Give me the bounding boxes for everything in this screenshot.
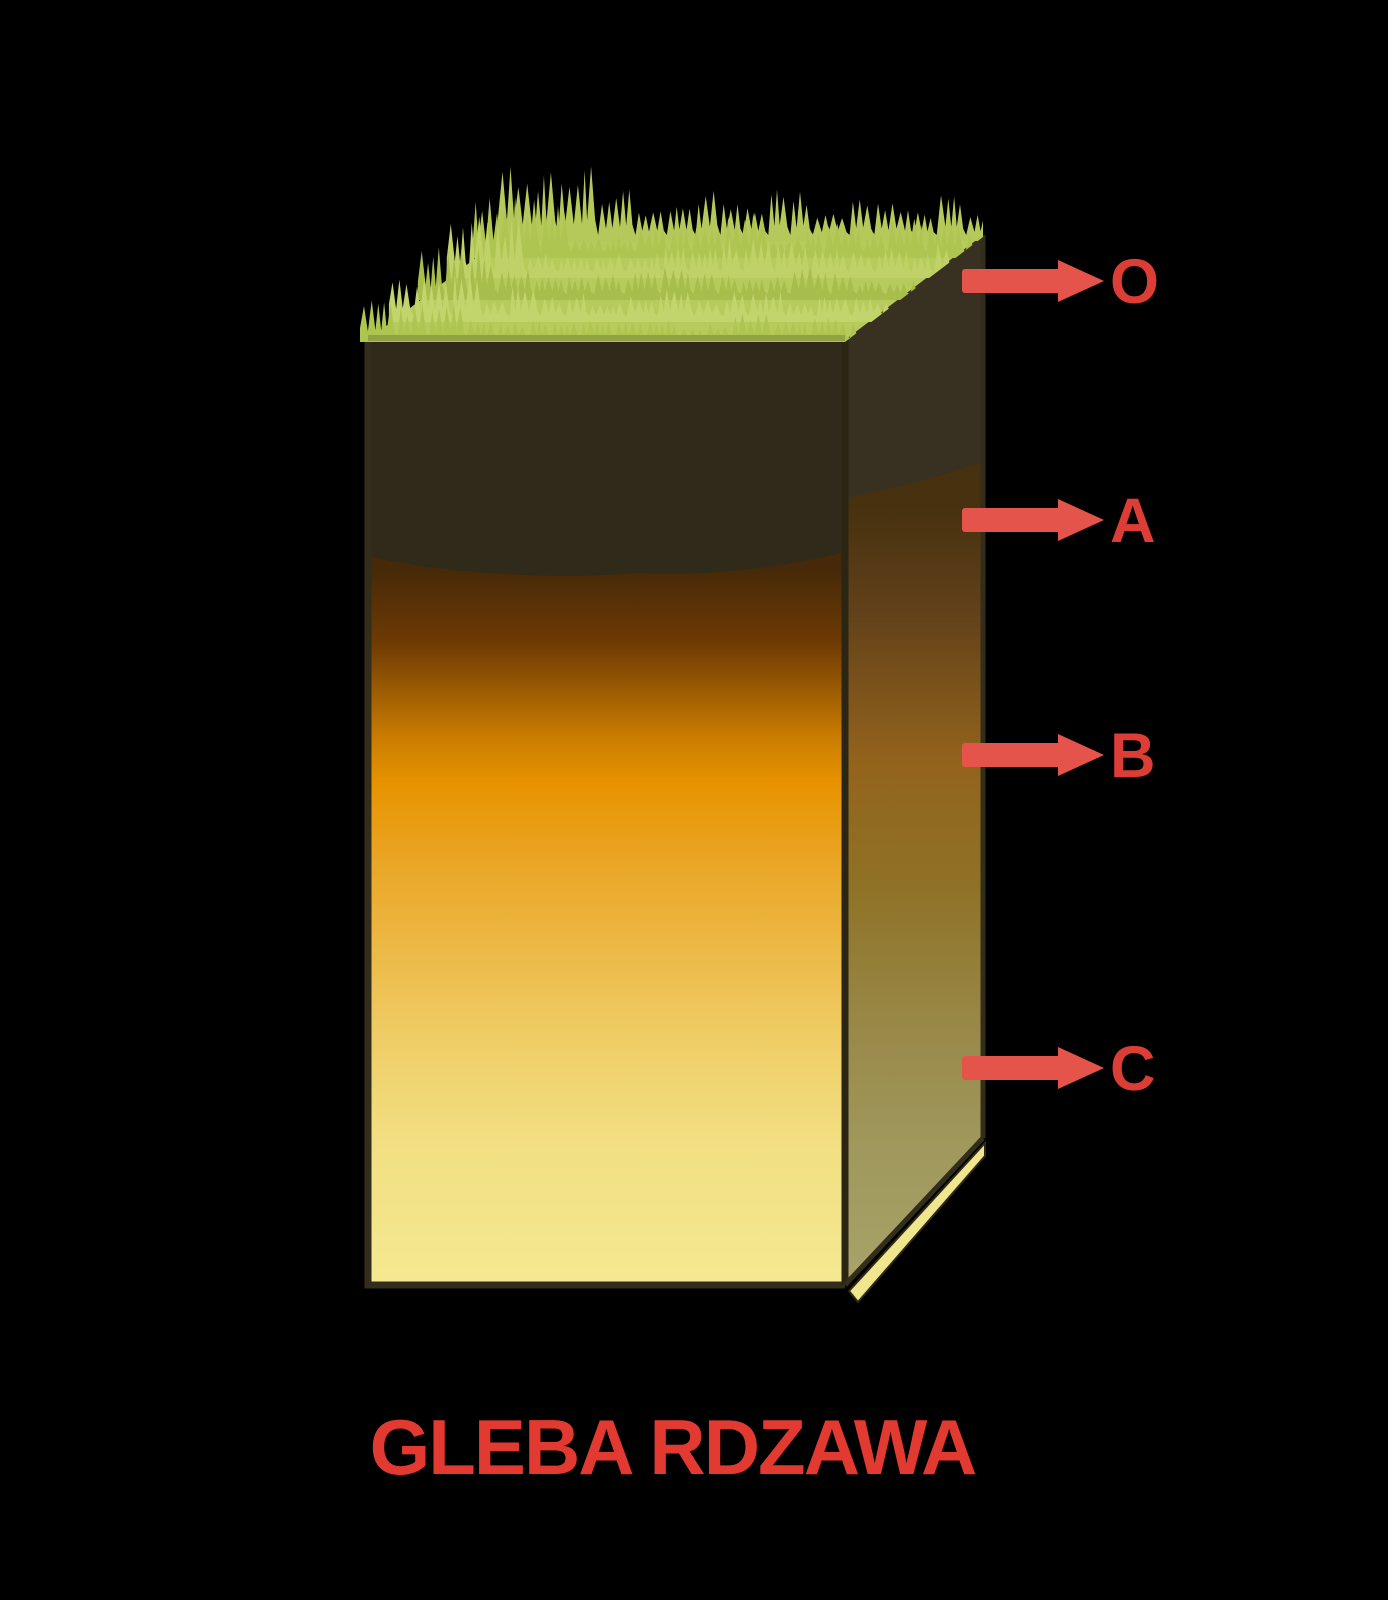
grass-row	[417, 247, 920, 300]
arrow-head	[1058, 734, 1104, 776]
grass-row	[388, 270, 894, 322]
front-face-border	[364, 340, 845, 1289]
horizon-label-O: O	[1110, 247, 1159, 317]
horizon-label-B: B	[1110, 721, 1156, 791]
horizon-arrow-B	[962, 734, 1104, 776]
bottom-face-sliver	[847, 1140, 986, 1304]
horizon-label-C: C	[1110, 1034, 1156, 1104]
arrow-head	[1058, 260, 1104, 302]
grass-row	[446, 216, 954, 278]
arrow-head	[1058, 499, 1104, 541]
bottom-slant-edge	[843, 1136, 985, 1287]
arrow-head	[1058, 1047, 1104, 1089]
arrow-tail	[962, 508, 1062, 532]
side-face-topsoil	[845, 235, 983, 498]
horizon-arrow-O	[962, 260, 1104, 302]
arrow-tail	[962, 269, 1062, 293]
grass-row	[360, 300, 861, 342]
grass-row	[473, 197, 977, 258]
grass-row-back	[498, 166, 983, 241]
side-face	[845, 235, 983, 1285]
grass-top	[360, 166, 983, 342]
horizon-arrows: O A B C	[962, 247, 1159, 1104]
grass-edge-line	[368, 335, 845, 341]
diagram-title: GLEBA RDZAWA	[369, 1403, 978, 1491]
horizon-label-A: A	[1110, 486, 1156, 556]
arrow-tail	[962, 743, 1062, 767]
arrow-tail	[962, 1056, 1062, 1080]
horizon-arrow-C	[962, 1047, 1104, 1089]
soil-block	[364, 235, 986, 1304]
front-face-topsoil	[368, 340, 845, 576]
horizon-arrow-A	[962, 499, 1104, 541]
